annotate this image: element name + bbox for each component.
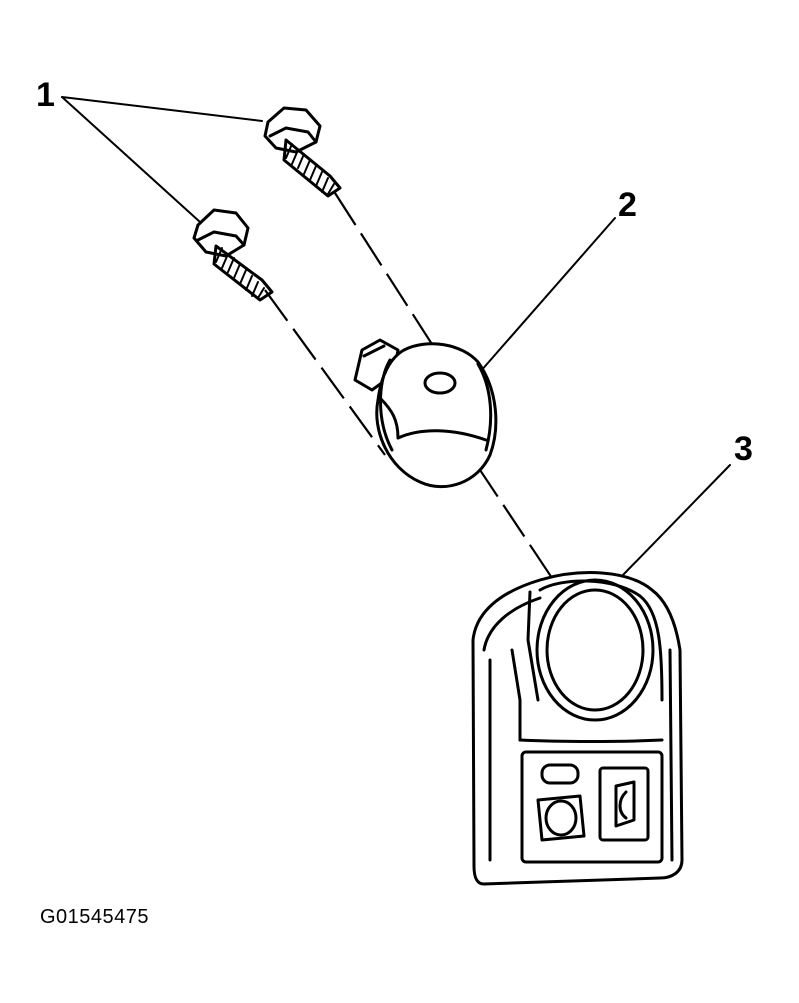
figure-id: G01545475 bbox=[40, 906, 150, 928]
bolt-lower bbox=[192, 208, 274, 302]
switch-bezel bbox=[471, 571, 684, 886]
bolt-upper bbox=[263, 106, 342, 198]
callout-mount: 2 bbox=[618, 186, 637, 224]
callout-bezel: 3 bbox=[734, 430, 753, 468]
switch-mount bbox=[353, 338, 498, 489]
leader-lines bbox=[61, 96, 731, 577]
callout-bolts: 1 bbox=[36, 76, 55, 114]
